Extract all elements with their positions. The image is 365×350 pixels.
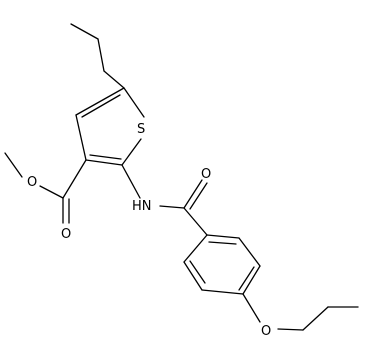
bond: [85, 159, 123, 166]
bond: [97, 38, 105, 72]
bond: [121, 138, 142, 166]
bond: [206, 234, 240, 239]
bond: [242, 265, 261, 295]
bond: [189, 182, 208, 210]
bond: [89, 154, 122, 160]
bond: [123, 87, 145, 118]
amide-carbonyl-oxygen-label: O: [201, 167, 211, 182]
bond: [201, 289, 244, 295]
bond: [81, 94, 121, 118]
bond: [302, 306, 329, 331]
bond: [183, 207, 208, 236]
bond: [183, 234, 208, 263]
amide-nitrogen-label: HN: [132, 199, 152, 214]
ether-oxygen-label: O: [261, 324, 271, 339]
bond: [238, 237, 261, 267]
bond: [75, 114, 87, 161]
bond: [4, 152, 23, 178]
sulfur-atom-label: S: [137, 122, 145, 137]
ester-carbonyl-oxygen-label: O: [61, 227, 71, 242]
bond: [75, 87, 125, 116]
bond: [159, 205, 185, 209]
ester-oxygen-label: O: [27, 175, 37, 190]
bond: [238, 266, 255, 291]
bond: [62, 159, 87, 199]
bond: [121, 164, 141, 199]
bond: [242, 293, 261, 323]
bond: [277, 328, 304, 331]
bond: [39, 185, 64, 199]
bond: [103, 70, 125, 89]
bond: [183, 179, 203, 209]
bond: [208, 241, 237, 245]
bond: [189, 260, 206, 284]
bond: [183, 261, 203, 291]
bond: [70, 23, 99, 40]
